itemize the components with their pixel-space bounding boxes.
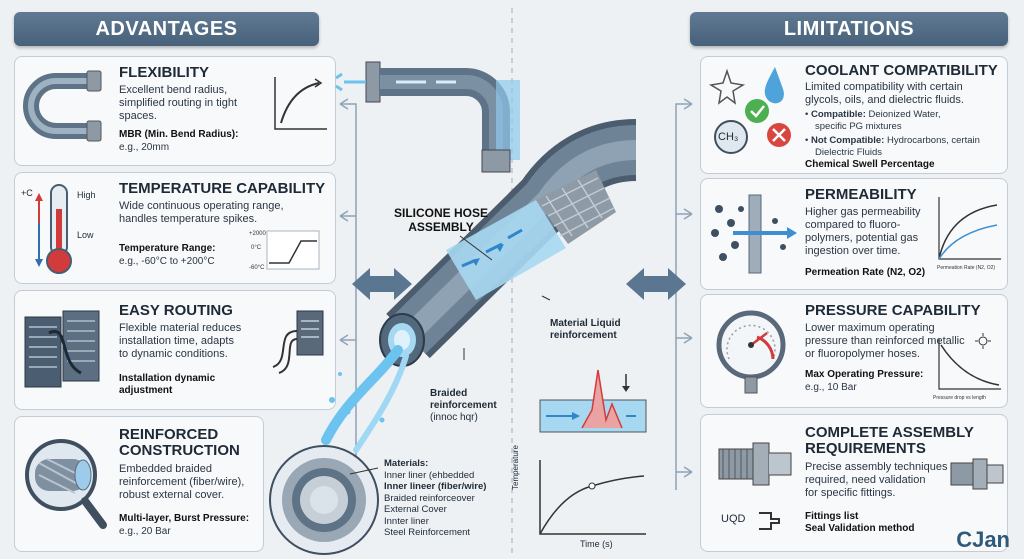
reinforced-title: REINFORCED CONSTRUCTION — [119, 426, 240, 459]
permeation-graph-caption: Permeation Rate (N2, O2) — [937, 265, 995, 271]
flexibility-desc: Excellent bend radius, simplified routin… — [119, 84, 238, 122]
pressure-desc: Lower maximum operating pressure than re… — [805, 322, 965, 360]
permeation-icon — [711, 194, 797, 274]
limitations-banner: LIMITATIONS — [690, 12, 1008, 46]
pressure-card: PRESSURE CAPABILITY Lower maximum operat… — [700, 294, 1008, 408]
coolant-card: CH₃ COOLANT COMPATIBILITY Limited compat… — [700, 56, 1008, 174]
right-connector-line — [675, 103, 692, 490]
permeability-title: PERMEABILITY — [805, 186, 917, 203]
graph-xlabel: Time (s) — [580, 539, 613, 549]
graph-ylabel: Temperature — [511, 445, 520, 490]
coolant-desc: Limited compatibility with certain glyco… — [805, 81, 964, 106]
temperature-sub-label: Temperature Range: — [119, 243, 216, 254]
assembly-title: COMPLETE ASSEMBLY REQUIREMENTS — [805, 424, 974, 457]
temperature-range-graph: +2000 0°C -60°C — [249, 230, 320, 271]
routing-device-icon — [272, 310, 324, 374]
coolant-compatible: • Compatible: Deionized Water, specific … — [805, 109, 941, 132]
uqd-label: UQD — [721, 513, 746, 525]
routing-sub: Installation dynamic adjustment — [119, 373, 216, 396]
braided-label: Braided reinforcement (innoc hqr) — [430, 388, 497, 423]
temperature-title: TEMPERATURE CAPABILITY — [119, 180, 326, 197]
flexibility-sub-label: MBR (Min. Bend Radius): — [119, 129, 239, 140]
temperature-desc: Wide continuous operating range, handles… — [119, 200, 284, 225]
coolant-not-compatible: • Not Compatible: Hydrocarbons, certain … — [805, 135, 980, 158]
flexibility-card: FLEXIBILITY Excellent bend radius, simpl… — [14, 56, 336, 166]
chem-label: CH₃ — [718, 131, 739, 143]
chemistry-icons — [708, 67, 791, 154]
temperature-card: +C High Low TEMPERATURE CAPABILITY Wide … — [14, 172, 336, 284]
reinforced-card: REINFORCED CONSTRUCTION Embedded braided… — [14, 416, 264, 552]
fitting-small-icon — [950, 458, 1004, 490]
temperature-sub-value: e.g., -60°C to +200°C — [119, 256, 215, 267]
pressure-sub-value: e.g., 10 Bar — [805, 382, 857, 393]
routing-desc: Flexible material reduces installation t… — [119, 322, 242, 360]
advantages-banner: ADVANTAGES — [14, 12, 319, 46]
main-hose — [379, 119, 638, 367]
left-double-arrow — [352, 268, 412, 300]
hose-title: SILICONE HOSE ASSEMBLY — [393, 206, 488, 234]
flexibility-sub-value: e.g., 20mm — [119, 142, 170, 153]
assembly-card: UQD COMPLETE ASSEMBLY REQUIREMENTS Preci… — [700, 414, 1008, 552]
graph-tick-top: +2000 — [249, 231, 267, 237]
pressure-sub-label: Max Operating Pressure: — [805, 369, 924, 380]
assembly-sub: Fittings list Seal Validation method — [805, 511, 915, 534]
brand-logo: CJan — [956, 527, 1010, 552]
thermometer-icon — [35, 184, 72, 274]
pressure-drop-graph: Pressure drop vs length — [933, 333, 1001, 401]
reinforced-desc: Embedded braided reinforcement (fiber/wi… — [119, 463, 245, 501]
coolant-sub-label: Chemical Swell Percentage — [805, 159, 935, 170]
pressure-gauge-icon — [716, 310, 786, 394]
magnifier-hose-icon — [25, 439, 107, 529]
assembly-desc: Precise assembly techniques required, ne… — [805, 461, 948, 499]
flexibility-title: FLEXIBILITY — [119, 64, 209, 81]
routing-title: EASY ROUTING — [119, 302, 233, 319]
graph-tick-bottom: -60°C — [249, 265, 265, 271]
pressure-title: PRESSURE CAPABILITY — [805, 302, 981, 319]
thermo-label-high: High — [77, 190, 96, 200]
thermo-label-plus: +C — [21, 188, 33, 198]
uqd-connector-icon — [759, 512, 780, 530]
right-double-arrow — [626, 268, 686, 300]
water-splash — [321, 345, 409, 453]
permeability-sub-label: Permeation Rate (N2, O2) — [805, 267, 926, 278]
pressure-graph-caption: Pressure drop vs length — [933, 395, 986, 401]
cross-section-diagram — [269, 445, 379, 555]
top-elbow-pipe — [335, 61, 520, 173]
center-illustration — [269, 8, 693, 556]
reinforced-sub-label: Multi-layer, Burst Pressure: — [119, 513, 250, 524]
permeation-graph: Permeation Rate (N2, O2) — [937, 197, 1001, 271]
server-rack-icon — [24, 310, 100, 388]
bend-radius-diagram — [274, 77, 327, 130]
temperature-time-graph — [539, 460, 646, 535]
fitting-icon — [718, 442, 792, 486]
permeability-card: PERMEABILITY Higher gas permeability com… — [700, 178, 1008, 290]
coolant-title: COOLANT COMPATIBILITY — [805, 62, 998, 79]
material-label: Material Liquid reinforcement — [550, 318, 621, 341]
thermo-label-low: Low — [77, 230, 94, 240]
permeability-desc: Higher gas permeability compared to fluo… — [805, 206, 921, 257]
hose-title-leader — [459, 235, 493, 261]
reinforced-sub-value: e.g., 20 Bar — [119, 526, 171, 537]
graph-tick-mid: 0°C — [251, 245, 262, 251]
bent-pipe-icon — [23, 70, 102, 142]
left-connector-line — [340, 103, 357, 490]
flow-spike-graph — [539, 369, 647, 433]
materials-list: Materials: Inner liner (ehbedded Inner l… — [384, 458, 487, 538]
routing-card: EASY ROUTING Flexible material reduces i… — [14, 290, 336, 410]
